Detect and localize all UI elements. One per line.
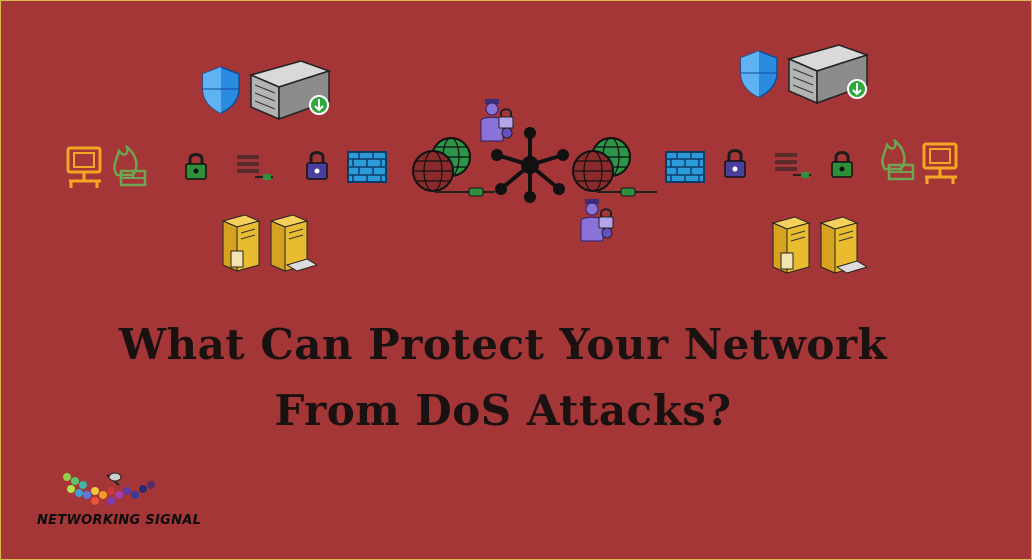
shield-icon xyxy=(202,66,240,114)
brand-name: NETWORKING SIGNAL xyxy=(37,513,202,528)
monitor-icon xyxy=(66,146,102,188)
globe-icon xyxy=(572,137,631,192)
tower-server-icon xyxy=(771,216,867,274)
brand-logo xyxy=(63,472,155,505)
padlock-green-icon xyxy=(831,151,853,178)
rack-server-icon xyxy=(248,60,332,121)
fire-wall-icon xyxy=(113,145,147,187)
headline-line-2: From DoS Attacks? xyxy=(274,386,732,435)
rack-server-icon xyxy=(786,44,870,105)
monitor-icon xyxy=(922,142,958,184)
padlock-blue-icon xyxy=(724,149,746,178)
hub-icon xyxy=(491,127,569,203)
cable-icon xyxy=(435,187,495,197)
security-guard-icon xyxy=(580,199,614,242)
brick-firewall-icon xyxy=(347,151,387,183)
headline-line-1: What Can Protect Your Network xyxy=(118,320,888,369)
brick-firewall-icon xyxy=(665,151,705,183)
cable-icon xyxy=(597,187,657,197)
padlock-blue-icon xyxy=(306,151,328,180)
router-switch-icon xyxy=(237,155,273,180)
padlock-green-icon xyxy=(185,153,207,180)
globe-icon xyxy=(412,137,471,192)
shield-icon xyxy=(740,50,778,98)
security-guard-icon xyxy=(480,99,514,142)
router-switch-icon xyxy=(775,153,811,178)
fire-wall-icon xyxy=(881,139,915,181)
tower-server-icon xyxy=(221,214,317,272)
